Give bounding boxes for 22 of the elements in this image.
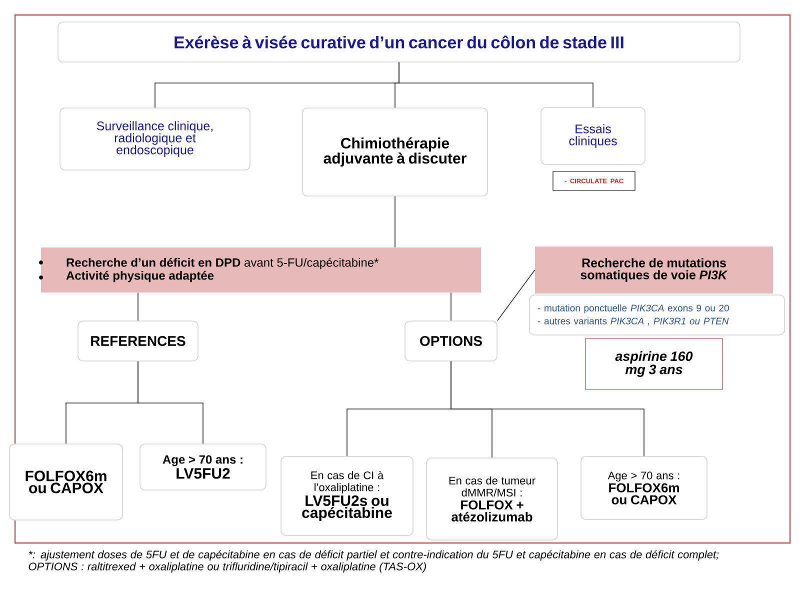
mutation-box: - mutation ponctuelle PIK3CA exons 9 ou 20 - autres variants PIK3CA , PIK3R1 ou PTEN [529, 294, 785, 336]
heading-box: REFERENCES [78, 320, 198, 362]
connector-line [450, 292, 452, 321]
regimen-box: En cas de tumeur dMMR/MSI : FOLFOX + atézolizumab [426, 458, 558, 540]
connector-line [394, 196, 396, 248]
process-box: Chimiothérapie adjuvante à discuter [302, 108, 488, 196]
regimen-box: FOLFOX6m ou CAPOX [9, 444, 123, 520]
regimen-box: Age > 70 ans : LV5FU2 [140, 444, 266, 490]
connector-line [450, 361, 644, 456]
heading-band: Recherche de mutations somatiques de voie PI3K [535, 246, 773, 294]
process-box: Essais cliniques [540, 107, 646, 165]
dose-box: aspirine 160 mg 3 ans [585, 338, 723, 390]
connector-line [398, 62, 594, 108]
connector-line [497, 270, 536, 321]
connector-line [138, 361, 204, 444]
title-box: Exérèse à visée curative d’un cancer du côlon de stade III [58, 22, 740, 62]
regimen-box: Age > 70 ans : FOLFOX6m ou CAPOX [580, 456, 708, 520]
heading-box: OPTIONS [404, 320, 498, 362]
regimen-box: En cas de CI à l’oxaliplatine : LV5FU2s ou capécitabine [280, 456, 414, 536]
footnote: *: ajustement doses de 5FU et de capécitabine en cas de déficit partiel et contre-indication du 5FU et capécitabine en cas de déficit complet; OPTIONS : raltitrexed + oxaliplatine ou trifluridine/tipiracil + oxaliplatine (TAS-OX) [28, 550, 719, 573]
process-box: Surveillance clinique, radiologique et endoscopique [60, 108, 250, 170]
bullet-band: Recherche d’un déficit en DPD avant 5-FU/capécitabine* Activité physique adaptée [41, 248, 481, 292]
